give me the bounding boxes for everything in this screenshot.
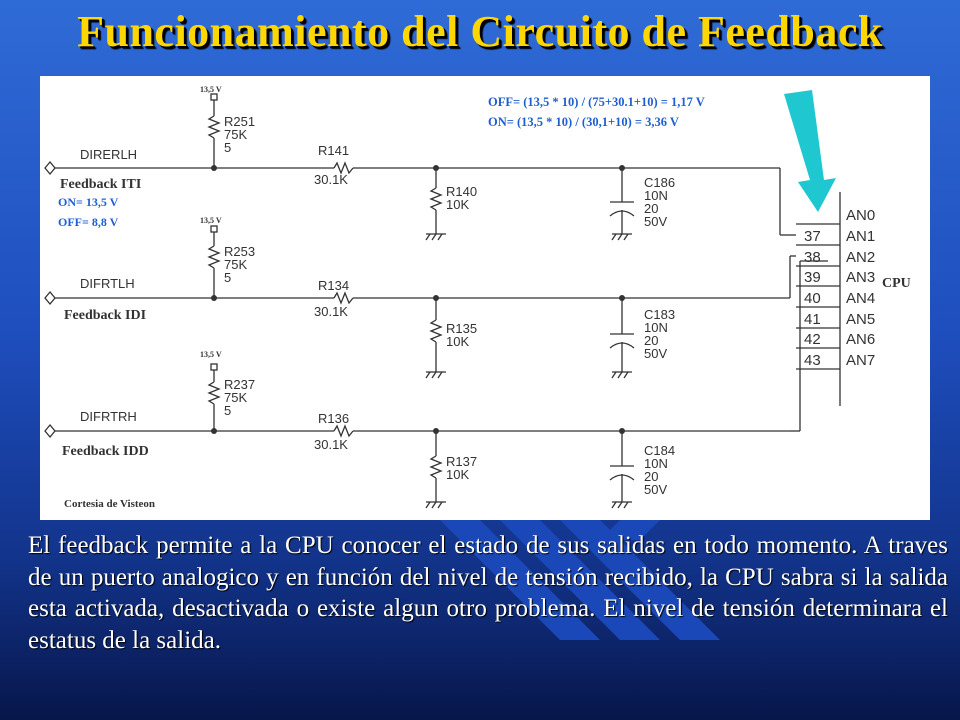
formula-off: OFF= (13,5 * 10) / (75+30.1+10) = 1,17 V — [488, 95, 705, 109]
feedback-label: Feedback IDI — [64, 308, 146, 323]
port-label: AN4 — [846, 290, 875, 307]
pin-number: 40 — [804, 290, 821, 307]
supply-label: 13,5 V — [200, 216, 222, 225]
capacitor-name: C186 — [644, 175, 675, 190]
channel-idd — [44, 363, 790, 509]
shunt-resistor-name: R137 — [446, 454, 477, 469]
series-resistor-name: R136 — [318, 411, 349, 426]
shunt-resistor-name: R135 — [446, 321, 477, 336]
slide-title: Funcionamiento del Circuito de Feedback — [77, 7, 883, 56]
cpu-connector — [796, 192, 841, 406]
shunt-resistor-value: 10K — [446, 197, 469, 212]
net-name: DIFRTRH — [80, 409, 137, 424]
courtesy-note: Cortesia de Visteon — [64, 498, 155, 510]
port-label: AN3 — [846, 269, 875, 286]
explanation-paragraph: El feedback permite a la CPU conocer el … — [28, 532, 948, 654]
pin-number: 38 — [804, 249, 821, 266]
pin-number: 41 — [804, 311, 821, 328]
capacitor-value: 10N — [644, 456, 668, 471]
pullup-resistor-name: R237 — [224, 377, 255, 392]
pin-number: 37 — [804, 228, 821, 245]
pullup-resistor-name: R253 — [224, 244, 255, 259]
feedback-label: Feedback IDD — [62, 444, 149, 459]
capacitor-name: C184 — [644, 443, 675, 458]
pullup-resistor-tolerance: 5 — [224, 270, 231, 285]
capacitor-rating: 20 — [644, 469, 658, 484]
channel-idi — [44, 225, 790, 379]
shunt-resistor-name: R140 — [446, 184, 477, 199]
pullup-resistor-name: R251 — [224, 114, 255, 129]
pin-number: 39 — [804, 269, 821, 286]
cpu-label: CPU — [882, 276, 911, 291]
cpu-arrow-icon — [784, 90, 836, 212]
shunt-resistor-value: 10K — [446, 334, 469, 349]
feedback-label: Feedback ITI — [60, 177, 141, 192]
supply-label: 13,5 V — [200, 350, 222, 359]
port-label: AN0 — [846, 207, 875, 224]
capacitor-value: 10N — [644, 188, 668, 203]
capacitor-voltage: 50V — [644, 482, 667, 497]
port-label: AN2 — [846, 249, 875, 266]
pin-number: 42 — [804, 331, 821, 348]
pin-number: 43 — [804, 352, 821, 369]
pullup-resistor-value: 75K — [224, 390, 247, 405]
net-name: DIFRTLH — [80, 276, 135, 291]
channel-iti — [44, 93, 780, 241]
series-resistor-name: R134 — [318, 278, 349, 293]
series-resistor-value: 30.1K — [314, 172, 348, 187]
capacitor-value: 10N — [644, 320, 668, 335]
capacitor-voltage: 50V — [644, 214, 667, 229]
port-label: AN6 — [846, 331, 875, 348]
port-label: AN1 — [846, 228, 875, 245]
port-label: AN7 — [846, 352, 875, 369]
port-label: AN5 — [846, 311, 875, 328]
net-name: DIRERLH — [80, 147, 137, 162]
iti-off-voltage: OFF= 8,8 V — [58, 215, 119, 229]
circuit-diagram: OFF= (13,5 * 10) / (75+30.1+10) = 1,17 V… — [40, 76, 930, 520]
pullup-resistor-value: 75K — [224, 127, 247, 142]
connector-wiring — [779, 168, 828, 432]
iti-on-voltage: ON= 13,5 V — [58, 195, 119, 209]
formula-on: ON= (13,5 * 10) / (30,1+10) = 3,36 V — [488, 115, 679, 129]
capacitor-rating: 20 — [644, 201, 658, 216]
pullup-resistor-tolerance: 5 — [224, 140, 231, 155]
series-resistor-value: 30.1K — [314, 437, 348, 452]
capacitor-rating: 20 — [644, 333, 658, 348]
pullup-resistor-tolerance: 5 — [224, 403, 231, 418]
supply-label: 13,5 V — [200, 85, 222, 94]
pullup-resistor-value: 75K — [224, 257, 247, 272]
series-resistor-name: R141 — [318, 143, 349, 158]
capacitor-name: C183 — [644, 307, 675, 322]
shunt-resistor-value: 10K — [446, 467, 469, 482]
capacitor-voltage: 50V — [644, 346, 667, 361]
series-resistor-value: 30.1K — [314, 304, 348, 319]
